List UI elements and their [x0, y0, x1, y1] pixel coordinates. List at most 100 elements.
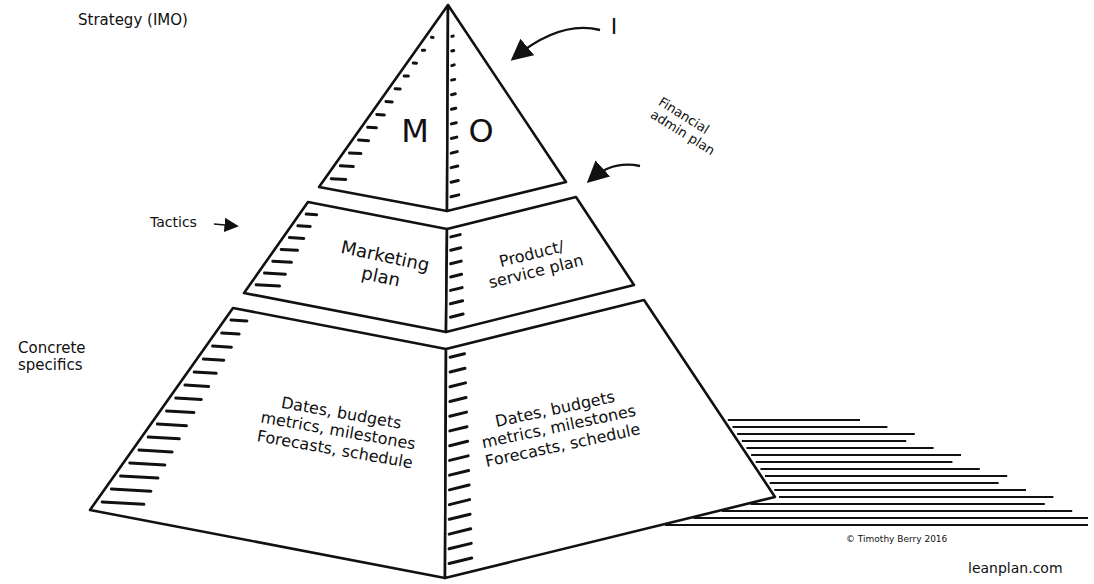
shadow-stroke — [765, 475, 1007, 477]
tier-label: Tactics — [150, 214, 214, 230]
hatch-stroke — [450, 471, 469, 476]
hatch-stroke — [121, 476, 158, 478]
hatch-stroke — [298, 224, 310, 228]
hatch-stroke — [451, 235, 460, 237]
hatch-stroke — [377, 113, 385, 117]
tactics-left-face — [244, 202, 447, 332]
hatch-stroke — [450, 398, 466, 402]
hatch-stroke — [452, 92, 456, 96]
watermark: leanplan.com — [968, 560, 1088, 576]
face-text: Dates, budgets metrics, milestones Forec… — [241, 389, 436, 476]
hatch-stroke — [368, 126, 377, 130]
hatch-stroke — [130, 463, 165, 465]
shadow-stroke — [779, 496, 1053, 498]
hatch-stroke — [450, 427, 467, 431]
leader-arrow — [514, 28, 600, 58]
hatch-stroke — [422, 49, 424, 52]
hatch-stroke — [306, 213, 317, 217]
hatch-stroke — [111, 489, 150, 491]
strategy-letter: I — [604, 14, 624, 39]
hatch-stroke — [340, 164, 353, 168]
shadow-stroke — [733, 426, 888, 428]
tier-label: Strategy (IMO) — [78, 12, 228, 29]
pyramid-face: Dates, budgets metrics, milestones Forec… — [470, 368, 648, 488]
hatch-stroke — [386, 100, 392, 103]
hatch-stroke — [273, 261, 292, 262]
face-text: Marketing plan — [323, 235, 443, 299]
hatch-stroke — [256, 285, 279, 286]
shadow-stroke — [746, 447, 933, 449]
strategy-letter: O — [468, 113, 493, 150]
specifics-left-face — [90, 308, 446, 578]
shadow-stroke — [751, 454, 961, 456]
strategy-left-face — [319, 5, 448, 211]
hatch-stroke — [413, 62, 416, 65]
shadow-stroke — [728, 419, 860, 421]
hatch-stroke — [395, 87, 400, 90]
hatch-stroke — [451, 181, 458, 183]
copyright-note: © Timothy Berry 2016 — [846, 534, 996, 544]
hatch-stroke — [167, 411, 194, 413]
hatch-stroke — [350, 152, 361, 156]
hatch-stroke — [451, 166, 458, 168]
hatch-stroke — [290, 236, 304, 240]
hatch-stroke — [450, 383, 466, 387]
pyramid-face: M — [392, 106, 438, 156]
hatch-stroke — [265, 273, 286, 274]
hatch-stroke — [450, 441, 468, 445]
hatch-stroke — [449, 558, 472, 564]
strategy-letter: M — [401, 113, 429, 150]
hatch-stroke — [451, 288, 463, 291]
hatch-stroke — [450, 354, 464, 358]
leader-arrow — [214, 224, 236, 226]
hatch-stroke — [185, 385, 209, 386]
shadow-stroke — [770, 482, 999, 484]
pyramid-faces — [90, 5, 775, 578]
pyramid-face: Product/ service plan — [470, 228, 598, 298]
hatch-stroke — [139, 450, 172, 452]
hatch-stroke — [449, 514, 470, 519]
hatch-stroke — [451, 152, 457, 154]
shadow-stroke — [742, 440, 906, 442]
face-text: Dates, budgets metrics, milestones Forec… — [466, 383, 652, 474]
callout-note: Financial admin plan — [647, 95, 744, 171]
hatch-stroke — [102, 502, 144, 504]
hatch-stroke — [452, 35, 453, 38]
hatch-stroke — [451, 108, 455, 109]
hatch-stroke — [450, 456, 469, 461]
hatch-stroke — [404, 74, 408, 77]
hatch-stroke — [451, 274, 462, 277]
pyramid-face: Marketing plan — [326, 232, 440, 302]
pyramid-face: Dates, budgets metrics, milestones Forec… — [244, 372, 432, 492]
hatch-stroke — [449, 485, 469, 490]
hatch-stroke — [203, 359, 223, 360]
shadow-stroke — [756, 461, 953, 463]
hatch-stroke — [450, 301, 462, 304]
hatch-stroke — [432, 36, 434, 39]
shadow-stroke — [751, 503, 1045, 505]
hatch-stroke — [451, 261, 462, 264]
hatch-stroke — [452, 78, 455, 82]
hatch-stroke — [148, 437, 179, 439]
hatch-stroke — [450, 412, 467, 416]
shadow-stroke — [665, 524, 1088, 526]
specifics-right-face — [445, 300, 775, 578]
hatch-stroke — [222, 333, 239, 334]
leader-arrow — [590, 165, 640, 180]
hatch-stroke — [450, 314, 463, 317]
hatching — [102, 36, 472, 564]
hatch-stroke — [449, 500, 469, 505]
shadow-stroke — [693, 517, 1088, 519]
tier-label: Concrete specifics — [18, 340, 118, 375]
face-text: Product/ service plan — [467, 230, 600, 297]
hatch-stroke — [451, 195, 459, 197]
pyramid-face: O — [458, 106, 504, 156]
hatch-stroke — [157, 424, 186, 426]
hatch-stroke — [331, 177, 346, 181]
shadow-stroke — [722, 510, 1072, 512]
hatch-stroke — [451, 248, 461, 251]
hatch-stroke — [449, 529, 471, 534]
shadow-stroke — [760, 468, 979, 470]
